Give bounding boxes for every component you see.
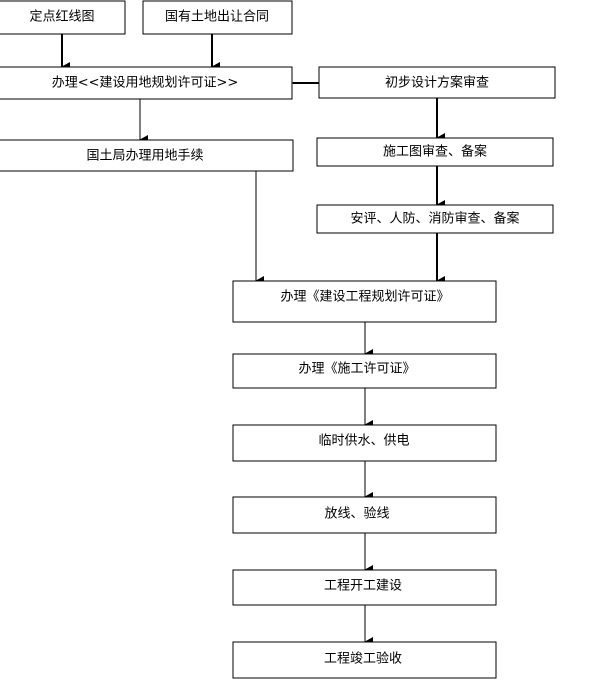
node-completion-acceptance: 工程竣工验收	[232, 641, 497, 679]
node-label: 安评、人防、消防审查、备案	[350, 211, 519, 227]
node-label: 初步设计方案审查	[385, 75, 489, 91]
node-label: 临时供水、供电	[318, 434, 409, 449]
node-construction: 工程开工建设	[232, 569, 497, 606]
node-label: 办理<<建设用地规划许可证>>	[52, 76, 239, 91]
node-temp-water-power: 临时供水、供电	[232, 424, 497, 462]
node-label: 国土局办理用地手续	[86, 149, 203, 164]
node-site-red-line: 定点红线图	[0, 0, 126, 35]
node-label: 工程开工建设	[324, 579, 402, 594]
connectors	[61, 34, 445, 647]
node-land-planning-permit: 办理<<建设用地规划许可证>>	[0, 66, 293, 100]
node-label: 办理《施工许可证》	[298, 362, 415, 377]
node-label: 施工图审查、备案	[383, 144, 487, 160]
node-preliminary-design-review: 初步设计方案审查	[318, 66, 556, 99]
node-safety-civil-fire-review: 安评、人防、消防审查、备案	[316, 204, 554, 234]
node-label: 放线、验线	[324, 506, 389, 522]
node-label: 办理《建设工程规划许可证》	[280, 290, 449, 305]
node-land-transfer-contract: 国有土地出让合同	[142, 0, 293, 35]
node-engineering-planning-permit: 办理《建设工程规划许可证》	[232, 280, 497, 323]
node-survey-setout: 放线、验线	[232, 496, 497, 534]
node-land-bureau-procedures: 国土局办理用地手续	[0, 139, 294, 172]
node-construction-permit: 办理《施工许可证》	[232, 353, 497, 389]
node-label: 国有土地出让合同	[165, 10, 269, 25]
node-construction-drawing-review: 施工图审查、备案	[316, 137, 554, 167]
node-label: 定点红线图	[29, 9, 94, 25]
node-label: 工程竣工验收	[324, 651, 402, 667]
